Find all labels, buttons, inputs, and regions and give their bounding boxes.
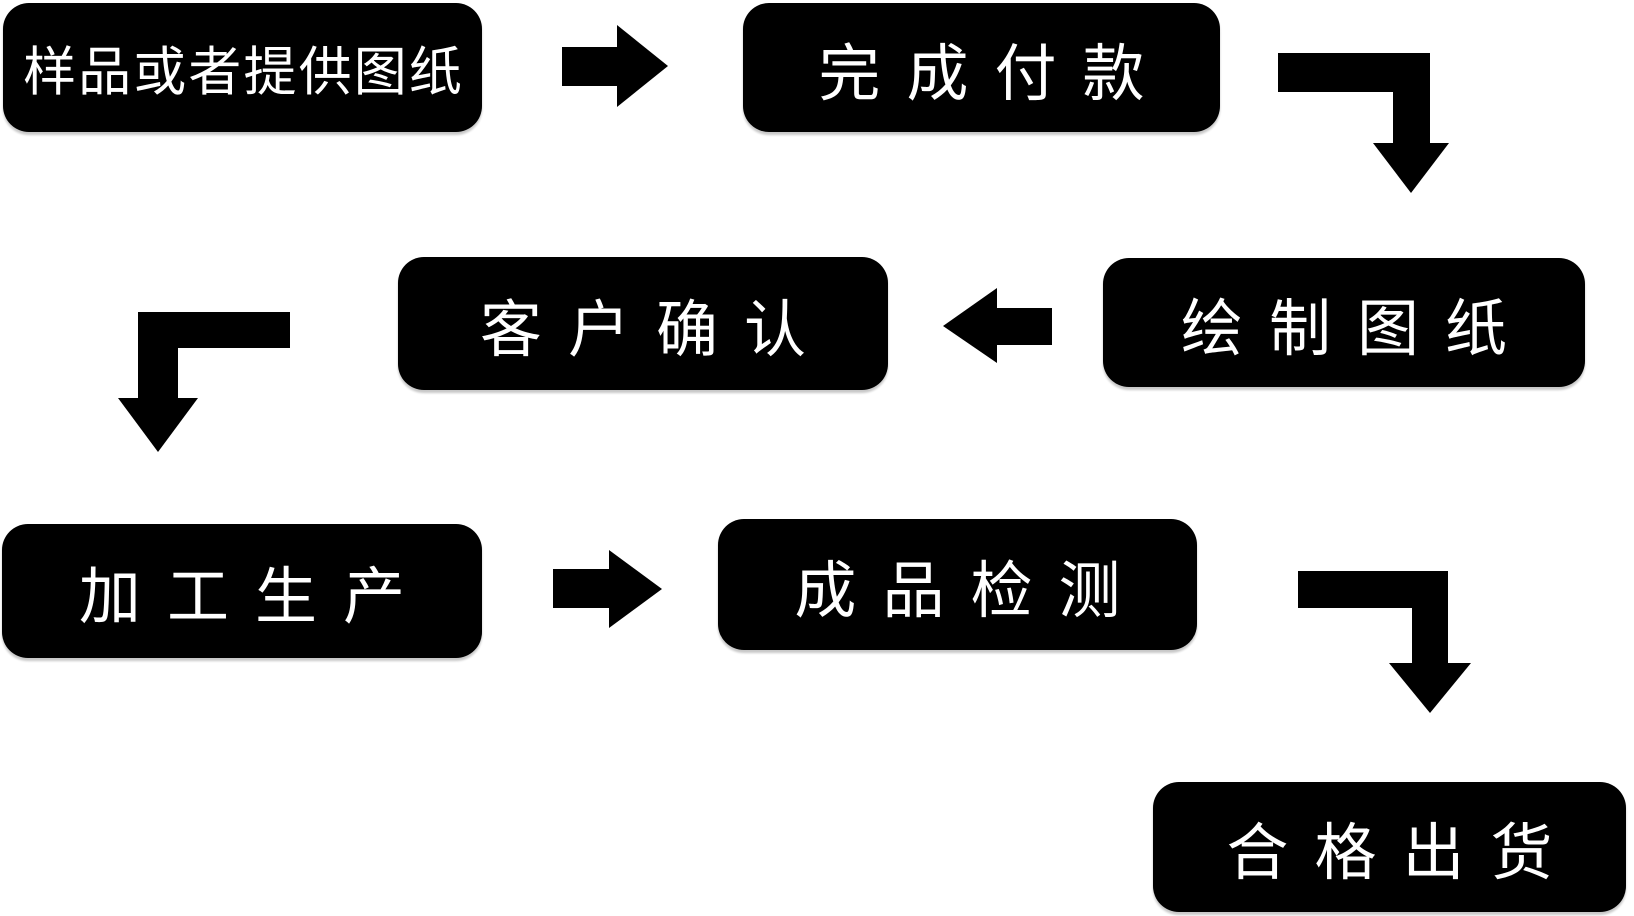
arrow-shaft [1393, 53, 1430, 143]
arrow-right-icon [562, 25, 668, 107]
arrow-shaft [562, 47, 618, 86]
arrow-shaft [997, 308, 1052, 345]
arrow-head [1373, 143, 1449, 193]
arrow-shaft [1412, 571, 1448, 663]
arrow-head [617, 25, 668, 107]
arrow-head [118, 398, 198, 452]
node-complete-payment: 完成付款 [743, 3, 1220, 132]
node-sample-or-provide-drawing: 样品或者提供图纸 [3, 3, 482, 132]
arrow-head [609, 550, 662, 628]
arrow-elbow-down-icon [1298, 571, 1471, 713]
arrow-head [1389, 663, 1471, 713]
node-draw-drawings: 绘制图纸 [1103, 258, 1585, 387]
node-processing-production: 加工生产 [2, 524, 482, 658]
arrow-elbow-down-icon [1278, 53, 1449, 193]
arrow-right-icon [553, 550, 662, 628]
node-customer-confirmation: 客户确认 [398, 257, 888, 390]
arrow-left-icon [943, 288, 1052, 363]
node-finished-product-inspection: 成品检测 [718, 519, 1197, 650]
arrow-shaft [138, 312, 178, 398]
arrow-head [943, 288, 997, 363]
node-qualified-shipment: 合格出货 [1153, 782, 1626, 912]
arrow-shaft [553, 569, 610, 608]
arrow-elbow-down-icon [118, 312, 290, 452]
